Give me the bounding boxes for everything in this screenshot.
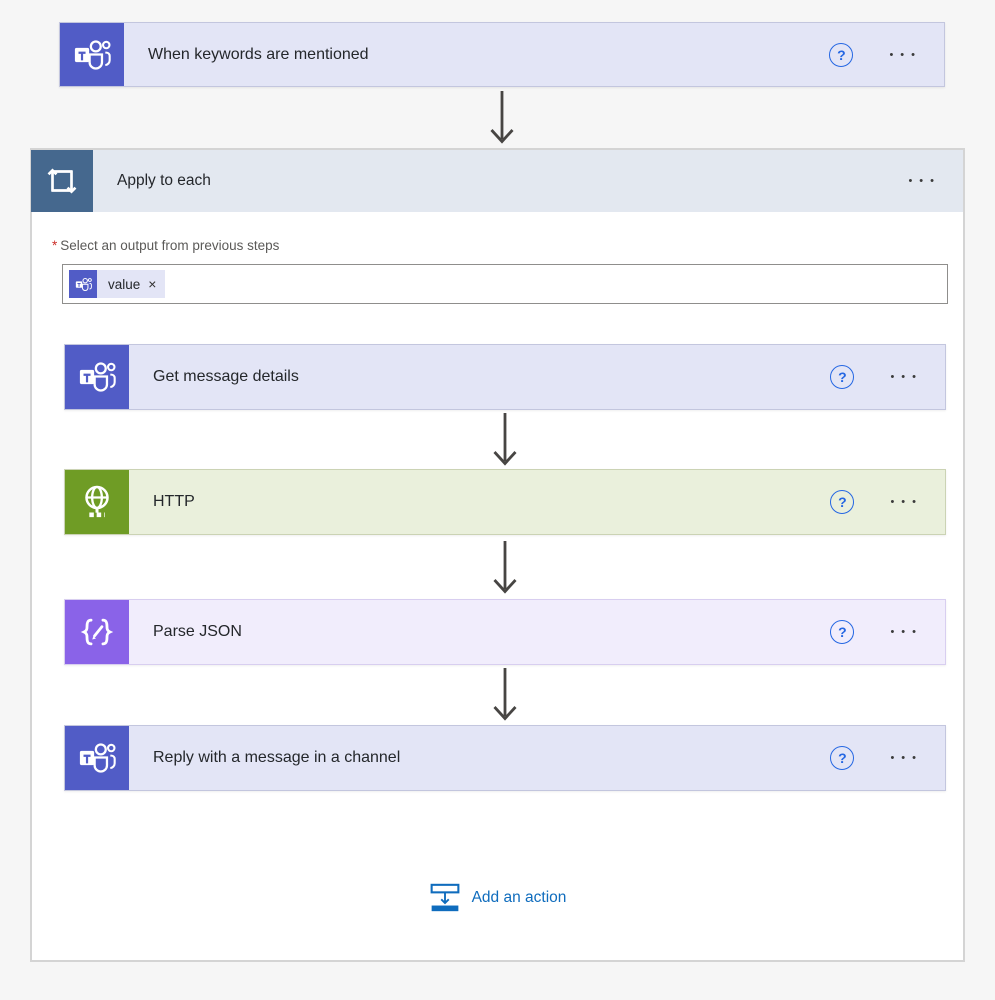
action-card-parse-json[interactable]: Parse JSON ? ••• <box>64 599 946 665</box>
token-label: value <box>108 276 141 292</box>
action-card-http[interactable]: HTTP ? ••• <box>64 469 946 535</box>
more-menu-button[interactable]: ••• <box>886 492 923 512</box>
braces-pencil-icon <box>65 600 129 664</box>
more-menu-button[interactable]: ••• <box>886 622 923 642</box>
action-card-title: Get message details <box>153 368 299 385</box>
add-action-label: Add an action <box>471 889 567 906</box>
more-menu-button[interactable]: ••• <box>886 367 923 387</box>
output-field-label-text: Select an output from previous steps <box>60 238 280 253</box>
connector-arrow <box>491 668 519 722</box>
output-input[interactable]: value × <box>62 264 948 304</box>
apply-to-each-title: Apply to each <box>117 172 211 189</box>
action-card-title: HTTP <box>153 493 195 510</box>
trigger-card-title: When keywords are mentioned <box>148 45 369 63</box>
add-action-button[interactable]: Add an action <box>429 882 567 914</box>
connector-arrow <box>491 413 519 467</box>
required-asterisk: * <box>52 238 58 253</box>
action-card-reply-with-message[interactable]: Reply with a message in a channel ? ••• <box>64 725 946 791</box>
action-card-title: Reply with a message in a channel <box>153 749 401 766</box>
connector-arrow <box>491 541 519 595</box>
teams-icon <box>65 345 129 409</box>
action-card-get-message-details[interactable]: Get message details ? ••• <box>64 344 946 410</box>
help-button[interactable]: ? <box>830 490 855 514</box>
apply-to-each-scope: Apply to each ••• *Select an output from… <box>30 148 965 962</box>
help-button[interactable]: ? <box>829 42 854 67</box>
teams-icon <box>65 726 129 790</box>
trigger-card[interactable]: When keywords are mentioned ? ••• <box>59 22 945 87</box>
more-menu-button[interactable]: ••• <box>886 748 923 768</box>
action-card-title: Parse JSON <box>153 623 242 640</box>
help-button[interactable]: ? <box>830 365 855 389</box>
apply-to-each-header[interactable]: Apply to each ••• <box>31 149 963 212</box>
help-button[interactable]: ? <box>830 746 855 770</box>
loop-icon <box>31 149 93 212</box>
help-button[interactable]: ? <box>830 620 855 644</box>
apply-to-each-menu-button[interactable]: ••• <box>904 171 941 191</box>
teams-icon <box>60 23 124 86</box>
connector-arrow <box>488 90 516 146</box>
globe-icon <box>65 470 129 534</box>
remove-token-button[interactable]: × <box>145 276 165 292</box>
output-field-label: *Select an output from previous steps <box>52 238 279 253</box>
more-menu-button[interactable]: ••• <box>885 45 922 65</box>
add-action-icon <box>429 882 461 914</box>
add-action-row: Add an action <box>32 882 963 914</box>
teams-icon <box>69 270 97 298</box>
value-token[interactable]: value × <box>69 270 166 298</box>
